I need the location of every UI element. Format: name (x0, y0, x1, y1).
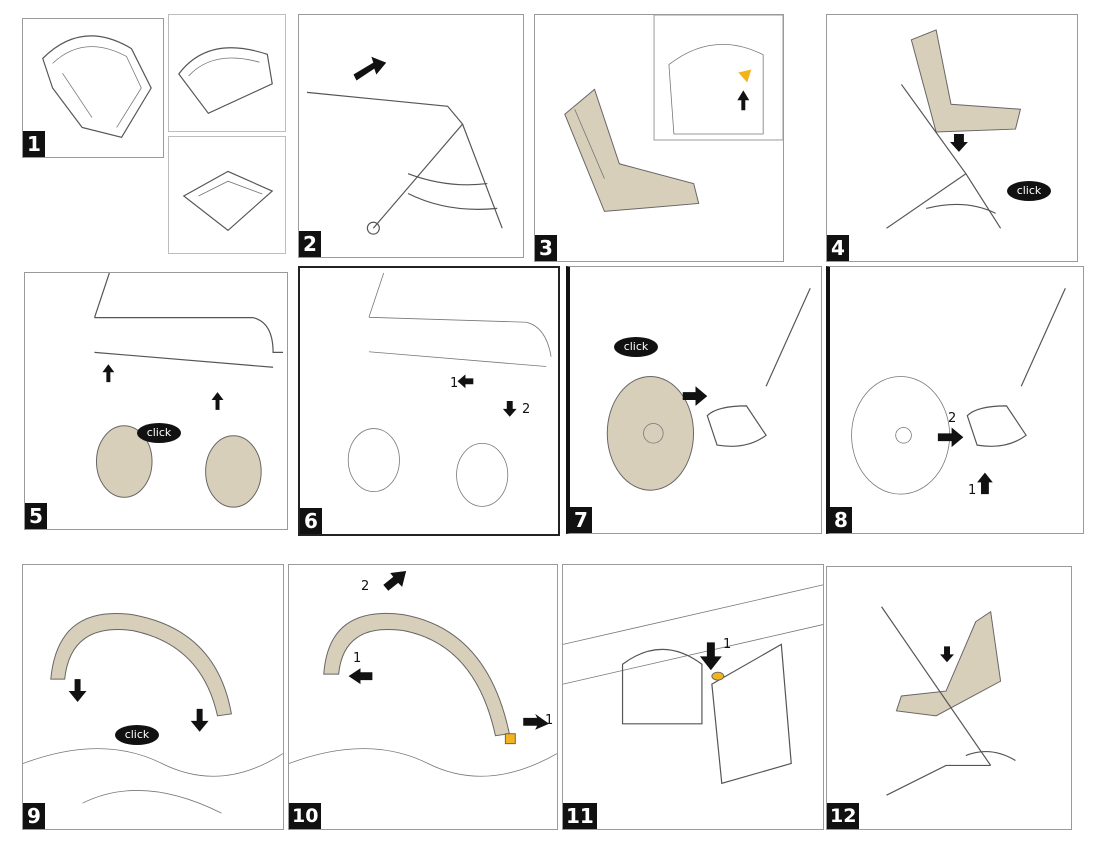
step-12-panel: 12 (826, 566, 1072, 830)
rear-wheel-detail-illustration (851, 287, 1066, 495)
step-label: 2 (361, 579, 370, 594)
step-number: 12 (827, 803, 860, 829)
seat-unit-illustration (564, 15, 783, 212)
step-number: 11 (563, 803, 597, 829)
stroller-frame-illustration (306, 56, 503, 235)
step-number: 1 (23, 131, 45, 157)
step-7-panel: click 7 (566, 266, 822, 534)
step-11-panel: 1 11 (562, 564, 824, 830)
step-label: 1 (723, 637, 732, 652)
seat-attach-illustration (886, 29, 1022, 229)
click-bubble: click (1007, 181, 1051, 201)
seat-frame-illustration (42, 35, 152, 138)
wheel-removal-illustration (347, 272, 552, 507)
step-5-panel: click 5 (24, 272, 288, 530)
step-label: 1 (450, 376, 459, 391)
step-6-panel: 1 2 6 (298, 266, 560, 536)
arrow-icon (353, 56, 387, 81)
step-label: 2 (948, 411, 957, 426)
step-1-subview-top (168, 14, 286, 132)
step-3-panel: 3 (534, 14, 784, 262)
step-8-panel: 2 1 8 (826, 266, 1084, 534)
arrow-up-icon (737, 90, 750, 111)
click-bubble: click (115, 725, 159, 745)
click-bubble: click (137, 423, 181, 443)
step-number: 3 (535, 235, 557, 261)
bumper-bar-attach-illustration (23, 613, 283, 814)
step-2-panel: 2 (298, 14, 524, 258)
step-number: 7 (570, 507, 592, 533)
step-9-panel: click 9 (22, 564, 284, 830)
step-number: 5 (25, 503, 47, 529)
step-10-panel: 2 1 1 10 (288, 564, 558, 830)
step-1-subview-bottom (168, 136, 286, 254)
step-4-panel: click 4 (826, 14, 1078, 262)
arrow-right-icon (682, 386, 708, 406)
front-wheels-illustration (93, 273, 284, 508)
step-number: 9 (23, 803, 45, 829)
folding-stroller-illustration (881, 606, 1016, 796)
step-number: 10 (289, 803, 322, 829)
step-number: 2 (299, 231, 321, 257)
arrow-down-icon (950, 134, 968, 152)
step-number: 6 (300, 508, 322, 534)
step-number: 4 (827, 235, 849, 261)
bumper-bar-removal-illustration (289, 570, 557, 777)
step-1-panel: 1 (22, 18, 164, 158)
click-bubble: click (614, 337, 658, 357)
step-label: 1 (353, 651, 362, 666)
release-button-illustration (563, 584, 823, 785)
step-number: 8 (830, 507, 852, 533)
step-label: 2 (522, 402, 531, 417)
rear-wheel-attach-illustration (606, 287, 811, 491)
step-label: 1 (545, 713, 554, 728)
step-label: 1 (968, 483, 977, 498)
